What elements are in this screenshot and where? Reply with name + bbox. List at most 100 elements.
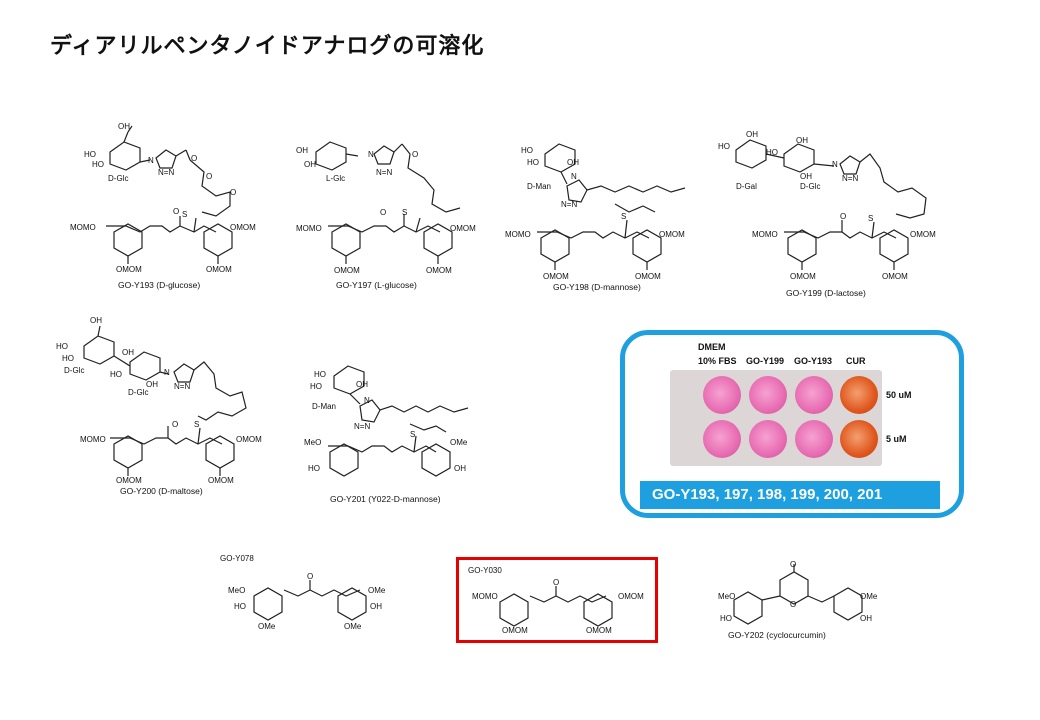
- compound-go-y078: GO-Y078 O MeO HO OMe OMe OH OMe: [220, 552, 420, 642]
- well-dmem-50: [703, 376, 741, 414]
- atom-s: S: [621, 212, 627, 221]
- atom-s: S: [194, 420, 200, 429]
- atom-n: N=N: [842, 174, 859, 183]
- atom-omom: OMOM: [450, 224, 476, 233]
- atom-ho: HO: [92, 160, 104, 169]
- well-cur-5: [840, 420, 878, 458]
- photo-header-go-y199: GO-Y199: [746, 356, 785, 366]
- atom-oh: OH: [567, 158, 579, 167]
- compound-caption: GO-Y202 (cyclocurcumin): [728, 630, 826, 640]
- atom-n: N=N: [376, 168, 393, 177]
- atom-oh: OH: [122, 348, 134, 357]
- atom-s: S: [402, 208, 408, 217]
- structure-go-y198: [537, 143, 686, 270]
- atom-o: O: [790, 560, 797, 569]
- structure-go-y197: [315, 141, 461, 264]
- atom-ho: HO: [720, 614, 732, 623]
- atom-oh: OH: [146, 380, 158, 389]
- atom-momo: MOMO: [505, 230, 531, 239]
- highlight-box-go-y030: [456, 557, 658, 643]
- atom-n: N: [368, 150, 374, 159]
- concentration-5um: 5 uM: [886, 434, 907, 444]
- compound-caption: GO-Y193 (D-glucose): [118, 280, 201, 290]
- structure-go-y193: [106, 125, 233, 264]
- atom-omom: OMOM: [236, 435, 262, 444]
- sugar-label: D-Glc: [800, 182, 821, 191]
- atom-meo: MeO: [718, 592, 736, 601]
- compound-caption: GO-Y200 (D-maltose): [120, 486, 203, 496]
- atom-ho: HO: [110, 370, 122, 379]
- atom-omom: OMOM: [543, 272, 569, 281]
- atom-momo: MOMO: [752, 230, 778, 239]
- atom-oh: OH: [296, 146, 308, 155]
- sugar-label: D-Man: [527, 182, 552, 191]
- compound-go-y201: HO HO OH D-Man N N=N S MeO HO OMe OH GO-…: [300, 360, 510, 510]
- atom-ho: HO: [62, 354, 74, 363]
- structure-go-y199: [735, 139, 927, 270]
- atom-omom: OMOM: [790, 272, 816, 281]
- atom-o: O: [172, 420, 179, 429]
- atom-oh: OH: [370, 602, 382, 611]
- atom-omom: OMOM: [230, 223, 256, 232]
- well-go-y193-5: [795, 420, 833, 458]
- atom-omom: OMOM: [334, 266, 360, 275]
- atom-n: N: [148, 156, 154, 165]
- compound-go-y197: OH OH N N=N L-Glc O S O MOMO OMOM OMOM O…: [296, 128, 496, 298]
- atom-ho: HO: [527, 158, 539, 167]
- sugar-label: D-Glc: [128, 388, 149, 397]
- atom-omom: OMOM: [659, 230, 685, 239]
- sugar-label: D-Man: [312, 402, 337, 411]
- compound-go-y030: GO-Y030 O MOMO OMOM OMOM OMOM: [468, 562, 658, 642]
- photo-header-go-y193: GO-Y193: [794, 356, 833, 366]
- compound-list-banner: GO-Y193, 197, 198, 199, 200, 201: [640, 481, 940, 509]
- atom-omom: OMOM: [586, 626, 612, 635]
- compound-caption: GO-Y078: [220, 554, 254, 563]
- atom-oh: OH: [304, 160, 316, 169]
- atom-omom: OMOM: [116, 476, 142, 485]
- well-go-y199-5: [749, 420, 787, 458]
- atom-ho: HO: [766, 148, 778, 157]
- compound-caption: GO-Y197 (L-glucose): [336, 280, 417, 290]
- well-go-y193-50: [795, 376, 833, 414]
- atom-s: S: [182, 210, 188, 219]
- atom-oh: OH: [746, 130, 758, 139]
- atom-n: N=N: [354, 422, 371, 431]
- atom-o: O: [790, 600, 797, 609]
- atom-ho: HO: [308, 464, 320, 473]
- structure-go-y030: [499, 586, 613, 627]
- atom-momo: MOMO: [70, 223, 96, 232]
- photo-header-cur: CUR: [846, 356, 866, 366]
- atom-ome: OMe: [368, 586, 386, 595]
- well-cur-50: [840, 376, 878, 414]
- compound-go-y193: OH HO HO N N=N D-Glc O O O S O MOMO OMOM…: [70, 120, 270, 290]
- atom-o: O: [307, 572, 314, 581]
- atom-n: N: [364, 396, 370, 405]
- atom-n: N=N: [174, 382, 191, 391]
- atom-omom: OMOM: [910, 230, 936, 239]
- atom-omom: OMOM: [208, 476, 234, 485]
- atom-o: O: [380, 208, 387, 217]
- photo-header-dmem-line2: 10% FBS: [698, 356, 737, 366]
- atom-oh: OH: [356, 380, 368, 389]
- structure-go-y078: [253, 580, 367, 621]
- atom-ome: OMe: [258, 622, 276, 631]
- sugar-label: D-Glc: [64, 366, 85, 375]
- atom-ho: HO: [718, 142, 730, 151]
- concentration-50um: 50 uM: [886, 390, 912, 400]
- atom-o: O: [412, 150, 419, 159]
- atom-n: N: [164, 368, 170, 377]
- atom-omom: OMOM: [635, 272, 661, 281]
- atom-o: O: [191, 154, 198, 163]
- atom-o: O: [173, 207, 180, 216]
- atom-oh: OH: [118, 122, 130, 131]
- photo-header-dmem-line1: DMEM: [698, 342, 726, 352]
- well-go-y199-50: [749, 376, 787, 414]
- atom-momo: MOMO: [296, 224, 322, 233]
- atom-ho: HO: [521, 146, 533, 155]
- atom-ome: OMe: [450, 438, 468, 447]
- atom-ho: HO: [310, 382, 322, 391]
- atom-omom: OMOM: [502, 626, 528, 635]
- compound-caption: GO-Y201 (Y022-D-mannose): [330, 494, 441, 504]
- atom-omom: OMOM: [426, 266, 452, 275]
- atom-oh: OH: [90, 316, 102, 325]
